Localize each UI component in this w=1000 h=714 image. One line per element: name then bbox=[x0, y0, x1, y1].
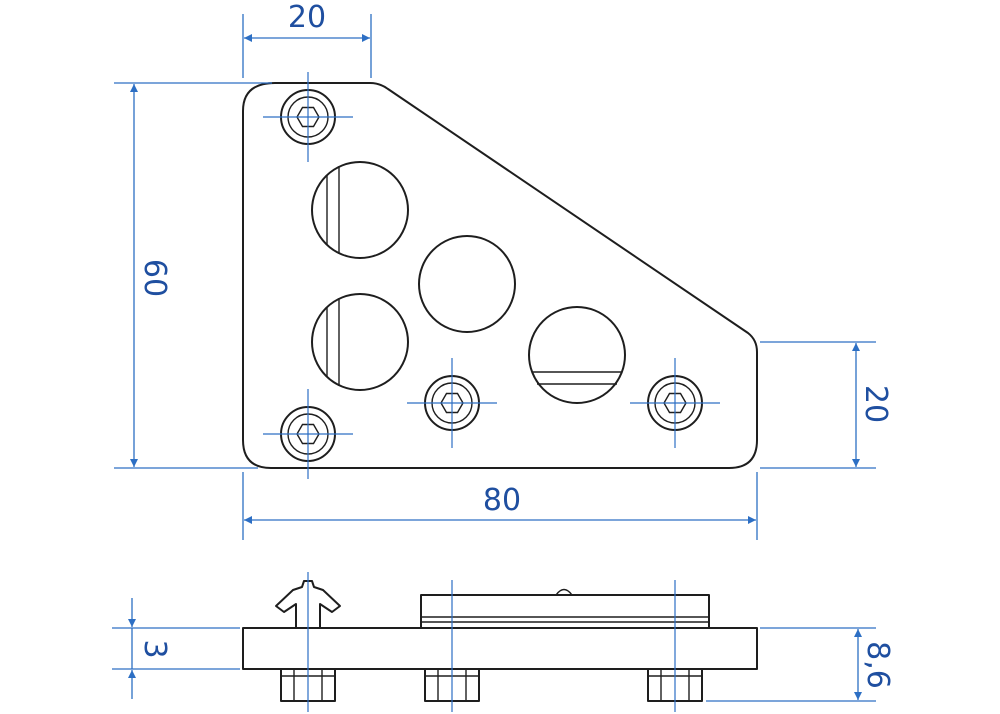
dimension-total-width: 80 bbox=[242, 472, 758, 540]
screw-bottom-left bbox=[263, 389, 353, 479]
screw-top-left bbox=[263, 72, 353, 162]
hole-right bbox=[528, 306, 626, 404]
side-plate bbox=[242, 627, 758, 670]
dimension-plate-thickness: 3 bbox=[112, 598, 240, 699]
hole-lower-left bbox=[311, 293, 409, 391]
hole-center bbox=[418, 235, 516, 333]
dim-label-total-height: 60 bbox=[137, 259, 172, 297]
side-view bbox=[242, 572, 758, 712]
top-view bbox=[242, 72, 758, 479]
dim-label-top-width: 20 bbox=[288, 0, 326, 35]
side-block bbox=[420, 588, 710, 629]
dim-label-total-width: 80 bbox=[483, 483, 521, 518]
dim-label-right-height: 20 bbox=[858, 385, 893, 423]
side-t-nut bbox=[275, 580, 341, 629]
dimension-total-height: 60 bbox=[114, 82, 272, 469]
hole-upper-left bbox=[311, 161, 409, 259]
plate-outline bbox=[242, 82, 758, 469]
dimension-top-width: 20 bbox=[242, 0, 372, 78]
dim-label-plate-thickness: 3 bbox=[137, 639, 172, 658]
dimension-overall-thickness: 8,6 bbox=[706, 627, 895, 702]
screw-middle bbox=[407, 358, 497, 448]
dimension-right-height: 20 bbox=[760, 341, 893, 469]
screw-right bbox=[630, 358, 720, 448]
dim-label-overall-thickness: 8,6 bbox=[860, 641, 895, 689]
